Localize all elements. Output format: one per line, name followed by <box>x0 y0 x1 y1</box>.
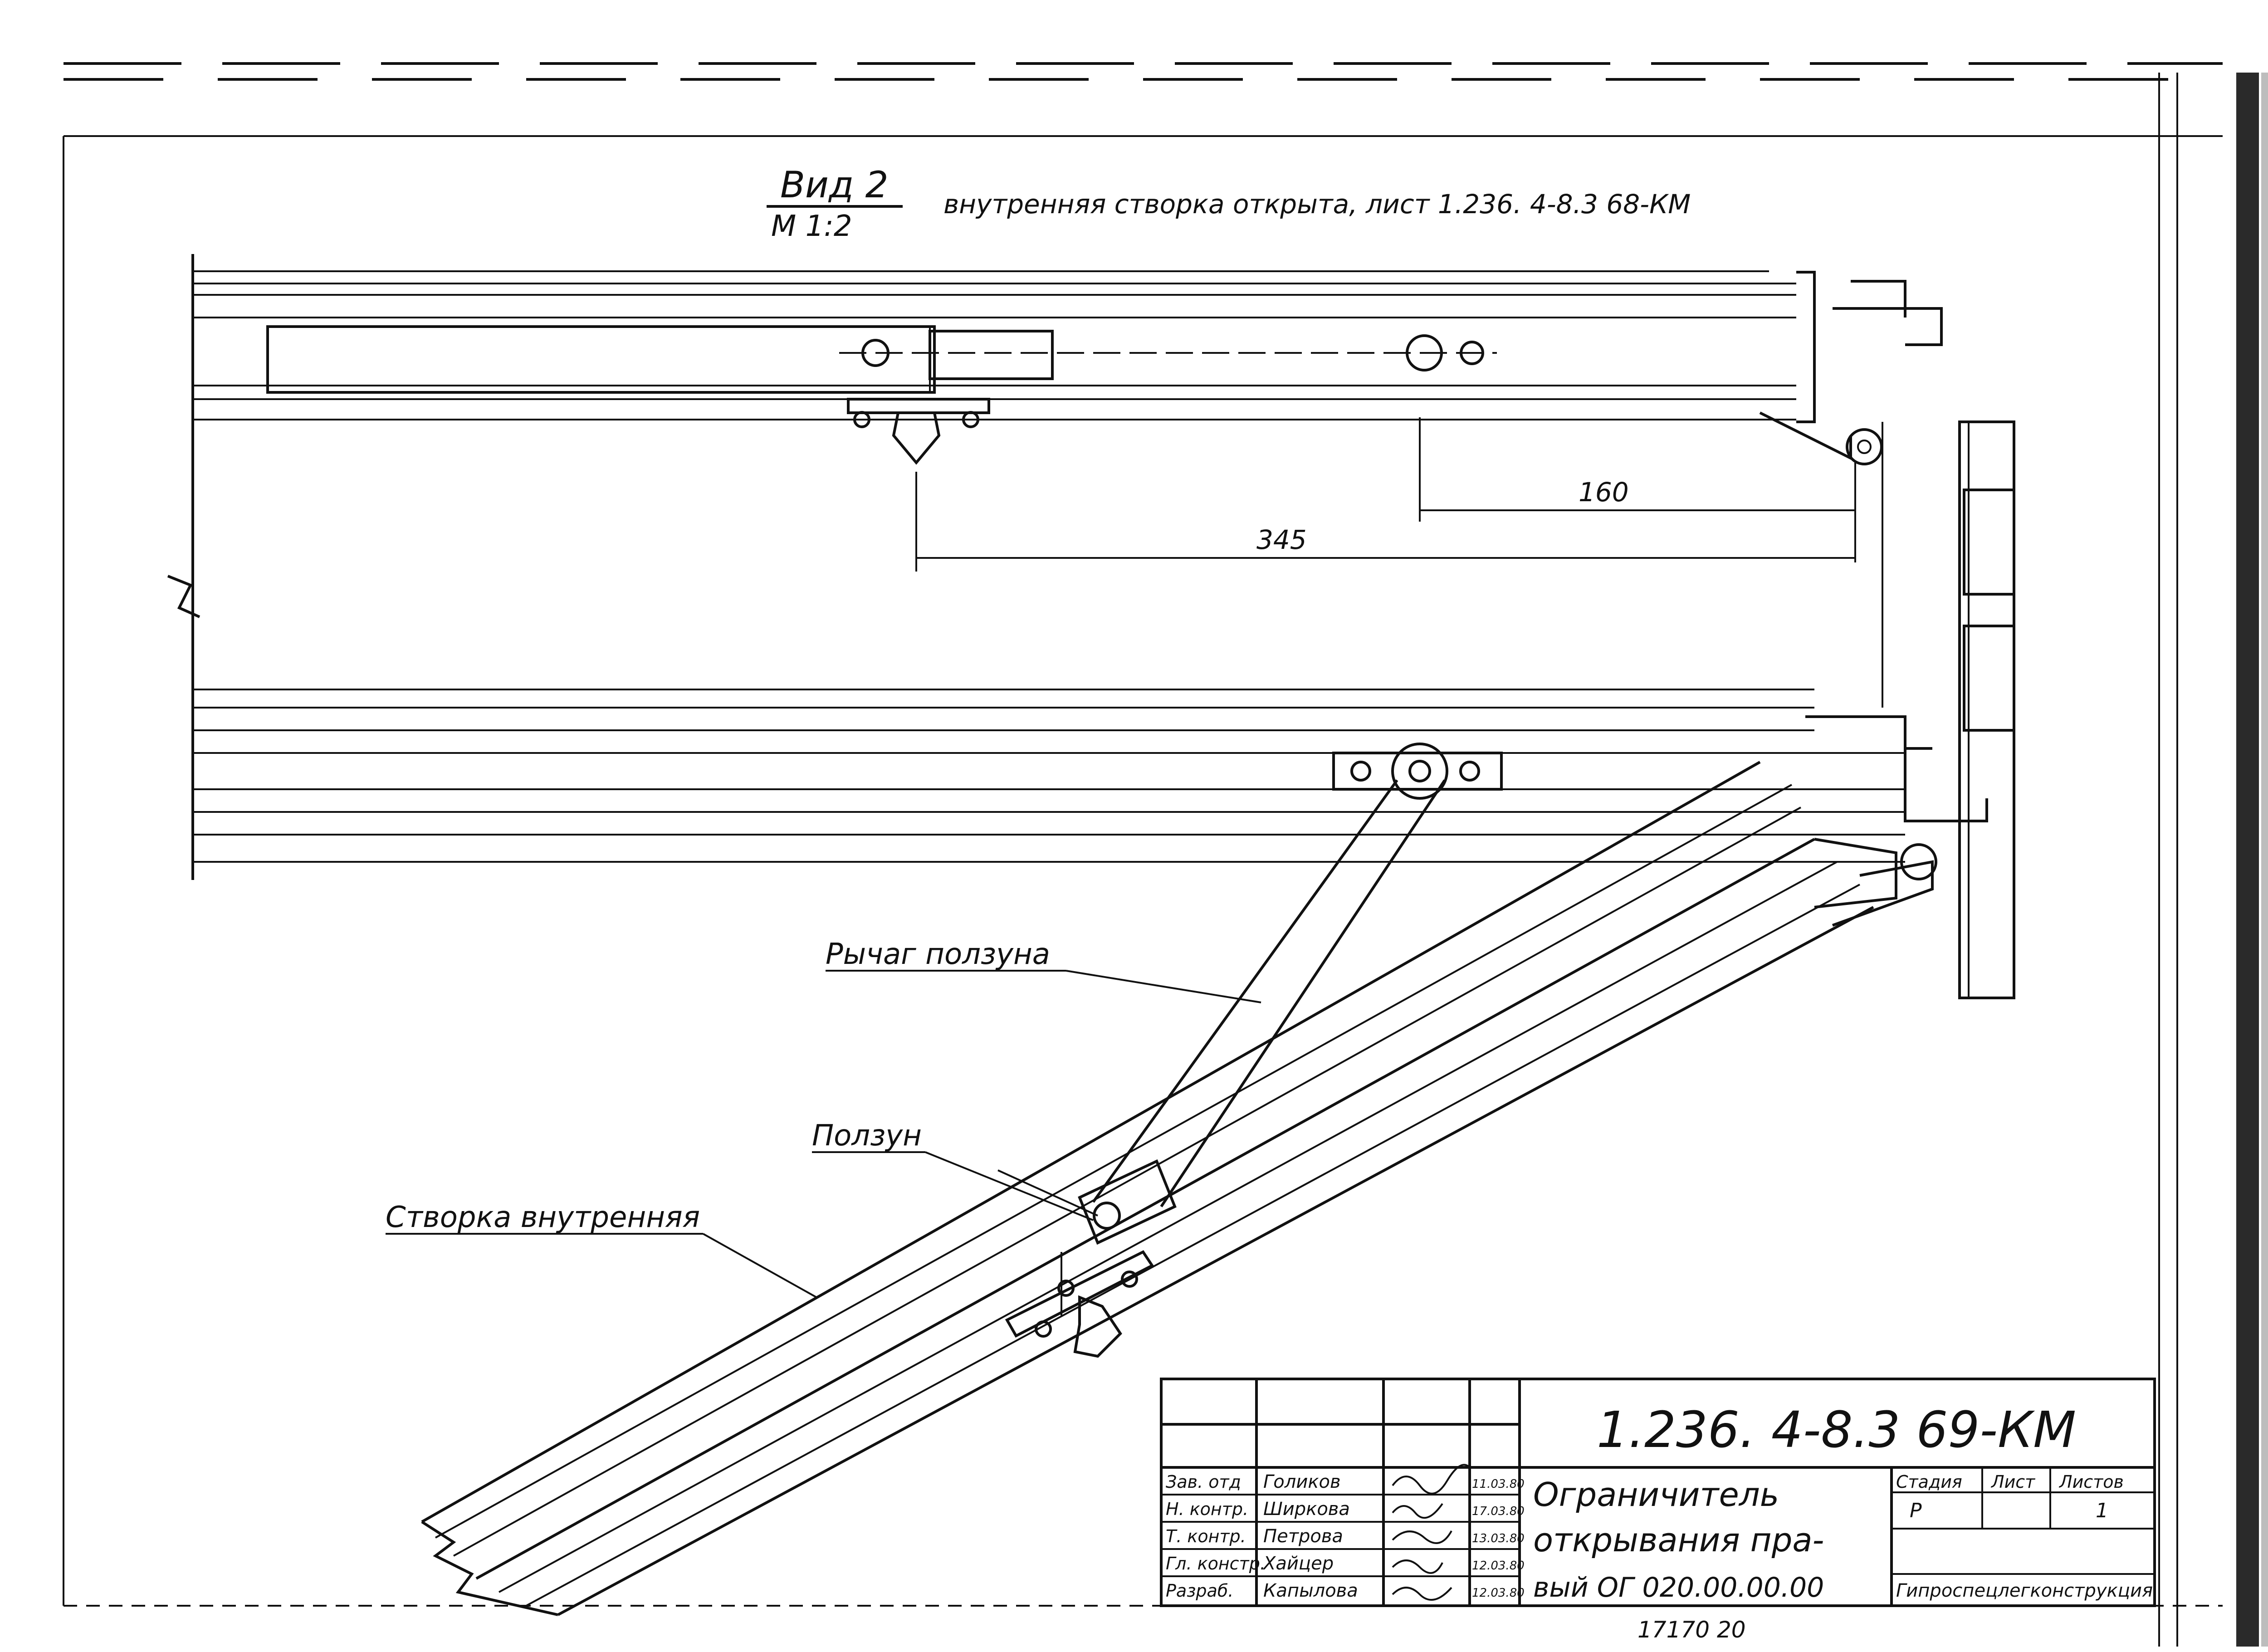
upper-frame-profile <box>191 254 1796 880</box>
drawing-name-line1: Ограничитель <box>1533 1476 1779 1514</box>
organization: Гипроспецлегконструкция <box>1896 1580 2153 1601</box>
signer-date: 17.03.80 <box>1472 1505 1525 1518</box>
view-header: Вид 2 М 1:2 внутренняя створка открыта, … <box>767 164 1691 243</box>
leader-sash: Створка внутренняя <box>386 1201 817 1298</box>
drawing-name-line2: открывания пра- <box>1533 1521 1824 1559</box>
label-slider: Ползун <box>812 1119 922 1153</box>
leader-lever: Рычаг ползуна <box>826 938 1261 1003</box>
signer-role: Н. контр. <box>1166 1499 1248 1519</box>
view-title: Вид 2 <box>780 164 889 206</box>
signer-role: Зав. отд <box>1166 1472 1241 1492</box>
dimension-160-label: 160 <box>1579 477 1629 508</box>
sheets-value: 1 <box>2096 1499 2108 1522</box>
archive-number: 17170 20 <box>1637 1617 1746 1643</box>
signer-name: Голиков <box>1263 1471 1341 1492</box>
signer-name: Петрова <box>1263 1526 1343 1547</box>
top-border <box>64 62 2223 137</box>
upper-stay-arm <box>266 325 1497 394</box>
dimension-160: 160 <box>1419 417 1856 562</box>
signature-scribbles <box>1392 1464 1471 1601</box>
signer-role: Гл. констр. <box>1166 1554 1266 1574</box>
label-sash: Створка внутренняя <box>386 1201 700 1234</box>
label-lever: Рычаг ползуна <box>826 938 1050 971</box>
signer-row-2: Т. контр. Петрова 13.03.80 <box>1166 1526 1525 1547</box>
break-mark <box>167 575 200 618</box>
signer-name: Ширкова <box>1263 1499 1350 1520</box>
signer-date: 12.03.80 <box>1472 1586 1525 1600</box>
dimension-345: 345 <box>915 472 1855 572</box>
signer-row-4: Разраб. Капылова 12.03.80 <box>1166 1580 1525 1601</box>
right-border <box>2158 73 2268 1647</box>
signer-date: 12.03.80 <box>1472 1559 1525 1573</box>
inner-sash <box>421 761 1937 1616</box>
title-block: 1.236. 4-8.3 69-КМ Ограничитель открыван… <box>1160 1378 2156 1607</box>
sheets-header: Листов <box>2058 1472 2124 1492</box>
leader-slider: Ползун <box>812 1119 1094 1221</box>
lower-frame-profile <box>193 689 1905 863</box>
lower-pivot-plate <box>1332 743 1503 800</box>
sheet-header: Лист <box>1990 1472 2036 1492</box>
drawing-designation: 1.236. 4-8.3 69-КМ <box>1597 1401 2076 1459</box>
right-frame-profile <box>1759 271 2015 999</box>
slider-block <box>997 1159 1177 1245</box>
signer-role: Разраб. <box>1166 1581 1233 1601</box>
signer-row-3: Гл. констр. Хайцер 12.03.80 <box>1166 1553 1525 1574</box>
signer-name: Хайцер <box>1262 1553 1334 1574</box>
view-caption: внутренняя створка открыта, лист 1.236. … <box>943 189 1691 220</box>
signer-date: 13.03.80 <box>1472 1532 1525 1545</box>
stage-header: Стадия <box>1896 1472 1962 1492</box>
lower-knob-assembly <box>1005 1250 1154 1358</box>
drawing-name-line3: вый ОГ 020.00.00.00 <box>1533 1572 1824 1603</box>
signer-row-1: Н. контр. Ширкова 17.03.80 <box>1166 1499 1525 1520</box>
dimension-345-label: 345 <box>1256 524 1307 555</box>
signer-role: Т. контр. <box>1166 1526 1246 1546</box>
view-scale: М 1:2 <box>771 210 852 243</box>
stage-value: Р <box>1910 1499 1922 1522</box>
signer-row-0: Зав. отд Голиков 11.03.80 <box>1166 1471 1525 1492</box>
upper-pivot-bracket <box>847 398 990 465</box>
signer-date: 11.03.80 <box>1472 1477 1525 1491</box>
signer-name: Капылова <box>1263 1580 1358 1601</box>
